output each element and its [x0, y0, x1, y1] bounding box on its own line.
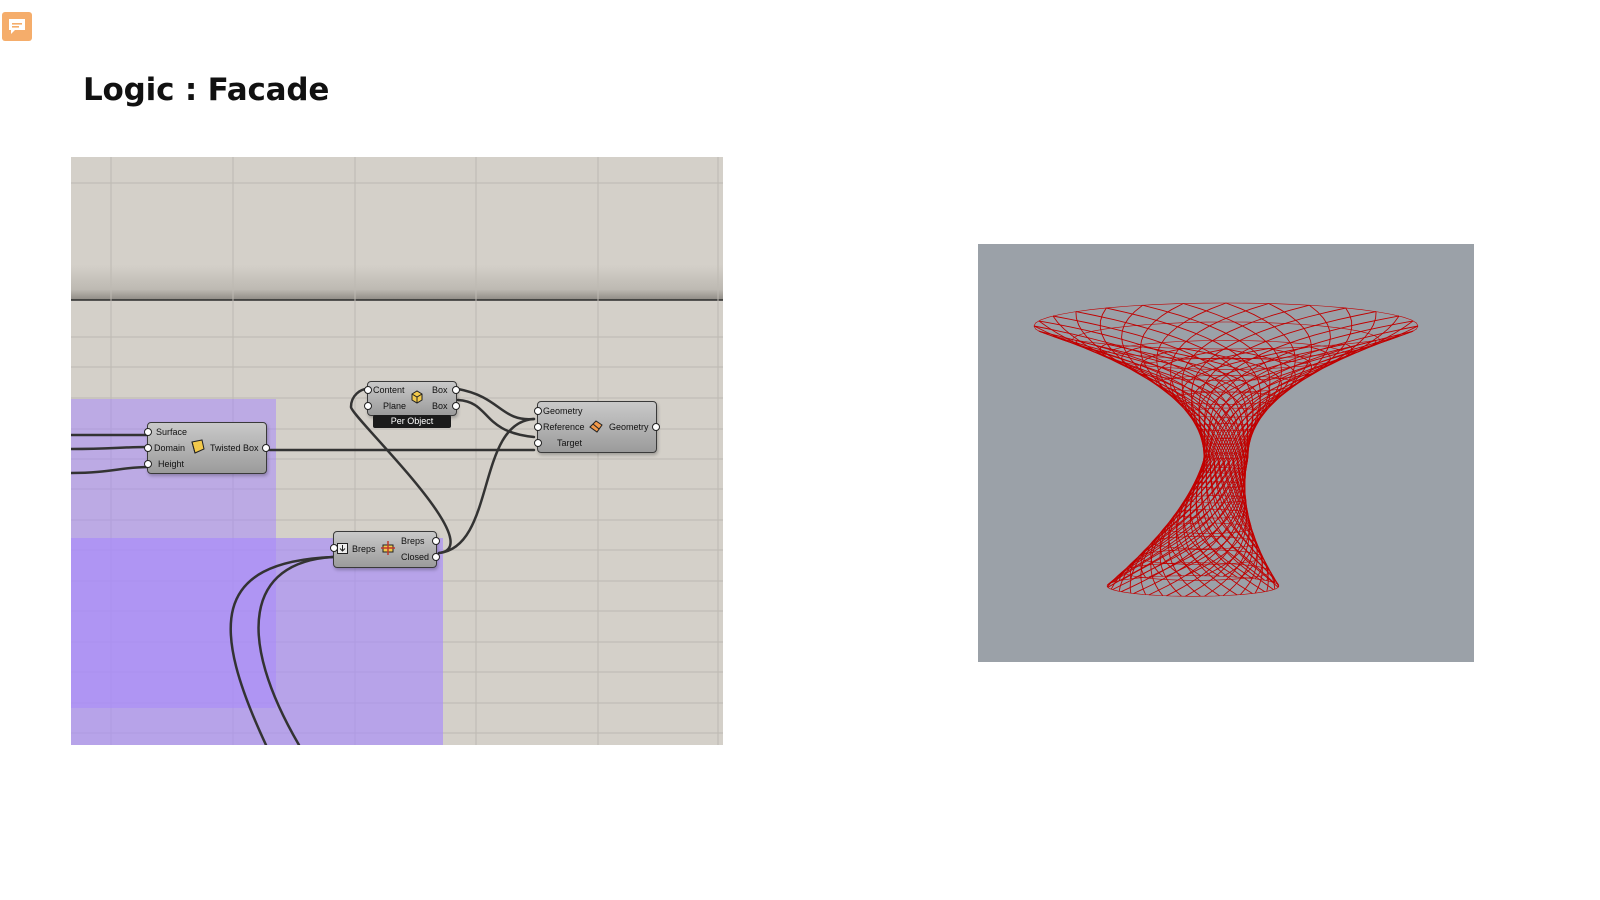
lattice-ring: [1164, 522, 1252, 534]
lattice-ring: [1132, 357, 1320, 381]
lattice-strands: [1033, 302, 1419, 597]
lattice-ring: [1122, 562, 1271, 581]
lattice-strand: [1159, 335, 1400, 597]
lattice-ring: [1173, 391, 1279, 405]
wire-breps-to-content: [349, 387, 452, 555]
morph-component[interactable]: Geometry Reference Target Geometry: [534, 401, 660, 453]
output-grip[interactable]: [432, 553, 440, 561]
input-grip[interactable]: [144, 460, 152, 468]
wire-breps-to-geometry: [437, 417, 536, 555]
lattice-ring: [1175, 509, 1249, 519]
output-grip[interactable]: [262, 444, 270, 452]
lattice-ring: [1187, 407, 1265, 418]
lattice-strand: [1075, 340, 1254, 597]
input-breps-label: Breps: [352, 544, 376, 554]
output-breps-label: Breps: [401, 536, 425, 546]
lattice-ring: [1199, 467, 1247, 474]
page-title: Logic : Facade: [83, 72, 330, 108]
morph-icon: [589, 420, 603, 433]
per-object-label: Per Object: [373, 415, 451, 428]
input-grip[interactable]: [534, 423, 542, 431]
input-grip[interactable]: [364, 402, 372, 410]
input-plane-label: Plane: [383, 401, 407, 411]
input-grip[interactable]: [144, 444, 152, 452]
lattice-ring: [1071, 321, 1381, 360]
input-grip[interactable]: [534, 407, 542, 415]
lattice-ring: [1196, 423, 1256, 431]
input-grip[interactable]: [144, 428, 152, 436]
group-breps: [71, 538, 443, 745]
wire-in-breps-2: [257, 555, 335, 745]
comment-button[interactable]: [2, 12, 32, 41]
box-mapper-icon: [411, 390, 423, 404]
input-grip[interactable]: [364, 386, 372, 394]
lattice-ring: [1151, 536, 1257, 550]
output-grip[interactable]: [452, 386, 460, 394]
input-height-label: Height: [158, 459, 185, 469]
output-grip[interactable]: [452, 402, 460, 410]
input-grip[interactable]: [534, 439, 542, 447]
output-twisted-box-label: Twisted Box: [210, 443, 259, 453]
comment-icon: [9, 19, 25, 34]
output-geometry-label: Geometry: [609, 422, 649, 432]
lattice-ring: [1201, 438, 1251, 445]
input-surface-label: Surface: [156, 427, 188, 437]
input-geometry-label: Geometry: [543, 406, 583, 416]
wire-domain: [71, 445, 151, 451]
lattice-ring: [1137, 549, 1264, 565]
grasshopper-canvas[interactable]: Surface Domain Height Twisted Box Conten…: [71, 157, 723, 745]
lattice-ring: [1106, 575, 1280, 597]
output-box-label: Box: [432, 401, 448, 411]
box-mapping-component[interactable]: Content Plane Box Box: [364, 381, 460, 416]
input-reference-label: Reference: [543, 422, 585, 432]
wire-in-breps-1: [229, 555, 335, 745]
flatten-arrow-icon[interactable]: [337, 543, 348, 554]
lattice-ring: [1184, 495, 1246, 504]
output-grip[interactable]: [432, 537, 440, 545]
lattice-ring: [1193, 481, 1246, 489]
output-closed-label: Closed: [401, 552, 430, 562]
input-target-label: Target: [557, 438, 583, 448]
lattice-ring: [1104, 340, 1348, 370]
input-content-label: Content: [373, 385, 405, 395]
breps-icon: [381, 541, 395, 555]
rhino-viewport[interactable]: [978, 244, 1474, 662]
wire-height: [71, 465, 151, 475]
output-box-label: Box: [432, 385, 448, 395]
twisted-box-component[interactable]: Surface Domain Height Twisted Box: [144, 422, 270, 474]
wire-box-to-reference: [456, 398, 536, 439]
breps-component[interactable]: Breps Breps Closed: [330, 531, 440, 568]
input-domain-label: Domain: [154, 443, 186, 453]
lattice-ring: [1155, 374, 1297, 393]
lattice-ring: [1203, 453, 1249, 459]
facade-lattice-geometry: [1033, 302, 1419, 597]
wire-box-to-geometry: [456, 387, 536, 421]
output-grip[interactable]: [652, 423, 660, 431]
twisted-box-icon: [191, 439, 205, 454]
